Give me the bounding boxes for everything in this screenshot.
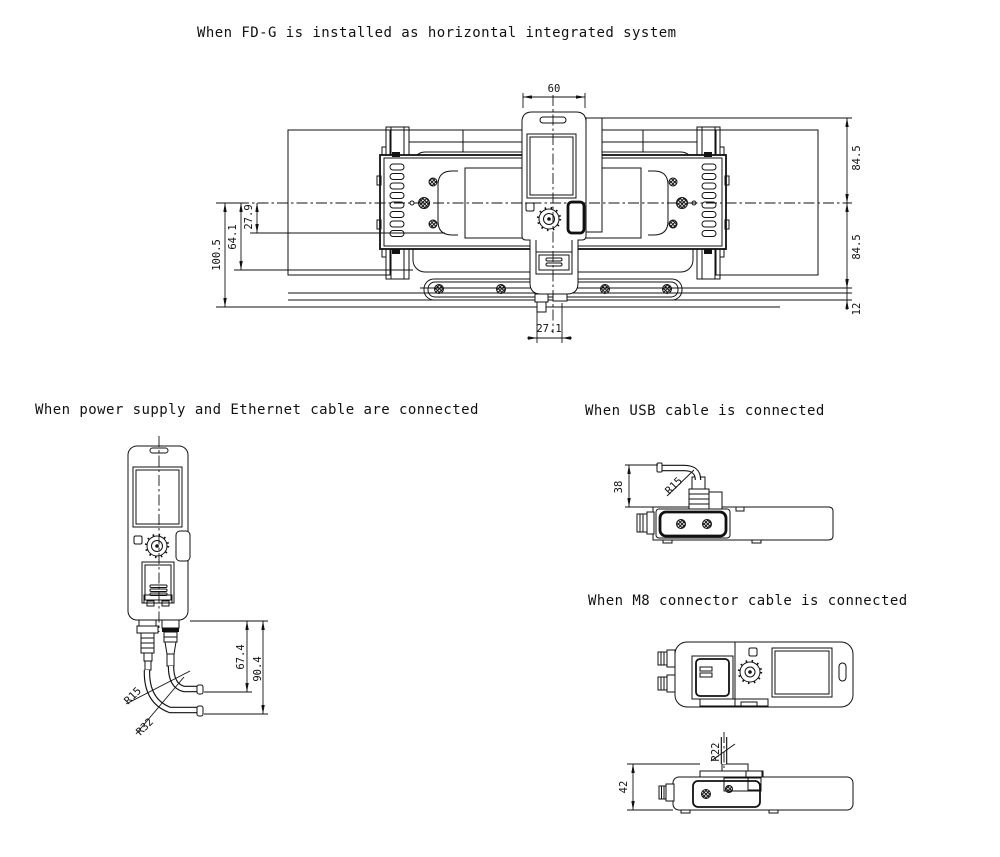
- side-module: [566, 200, 586, 235]
- r32-leader: [135, 676, 185, 735]
- dimension-lines-power-ethernet: [125, 620, 268, 735]
- dim-usb-cable-height: 38: [613, 480, 625, 494]
- dim-m8-bend-radius: R22: [710, 742, 722, 762]
- device-body: [672, 776, 854, 811]
- button: [748, 647, 758, 657]
- button: [133, 535, 143, 545]
- screw-icon: [668, 177, 678, 187]
- fdg-device-front: [127, 445, 191, 621]
- bottom-connector: [534, 293, 549, 303]
- dial-ticks: [144, 533, 170, 559]
- screw-icon: [496, 284, 506, 294]
- fdg-device-front: [521, 111, 587, 313]
- drawing-m8-side: [627, 732, 854, 814]
- dim-lower-cable-drop: 90.4: [252, 656, 264, 682]
- dim-upper-cable-drop: 67.4: [235, 644, 247, 670]
- dimension-lines-horizontal-system: [216, 93, 852, 343]
- sensor-block: [692, 780, 761, 808]
- ethernet-cable: [167, 665, 204, 695]
- screw-icon: [676, 519, 686, 529]
- screw-icon: [428, 177, 438, 187]
- screw-icon: [702, 519, 712, 529]
- drawing-usb: [625, 462, 834, 544]
- power-connector: [136, 619, 159, 671]
- title-usb: When USB cable is connected: [585, 403, 825, 419]
- strap-slot: [838, 662, 847, 682]
- dial: [146, 535, 168, 557]
- dim-right-upper: 84.5: [851, 145, 863, 171]
- r15-leader: [125, 670, 191, 705]
- r15-leader: [666, 469, 695, 497]
- dim-m8-body-height: 42: [618, 780, 630, 794]
- side-module: [175, 530, 191, 562]
- dial: [538, 208, 560, 230]
- m8-connectors: [657, 649, 676, 693]
- screw-icon: [600, 284, 610, 294]
- drawing-horizontal-system: [216, 93, 852, 343]
- fdg-device-side: [636, 506, 834, 544]
- screen: [771, 647, 833, 698]
- right-side-plate: [715, 129, 819, 276]
- power-cable: [143, 669, 204, 717]
- drawing-power-ethernet: [125, 436, 268, 735]
- screw-icon: [668, 219, 678, 229]
- device-clamp-bracket: [585, 117, 603, 233]
- dim-left-middle: 64.1: [227, 224, 239, 250]
- m8-stub: [658, 783, 675, 802]
- screw-icon: [428, 219, 438, 229]
- dim-right-lower: 84.5: [851, 234, 863, 260]
- title-power-ethernet: When power supply and Ethernet cable are…: [35, 402, 479, 418]
- screw-icon: [701, 789, 711, 799]
- top-cable-bracket: [699, 763, 764, 791]
- dial: [739, 661, 761, 683]
- r22-leader: [710, 743, 736, 762]
- dim-bottom-offset: 27.1: [536, 323, 562, 335]
- usb-connector: [688, 476, 723, 510]
- dial-ticks: [737, 659, 763, 685]
- m8-stub: [636, 513, 648, 533]
- screen: [132, 466, 183, 528]
- dial-ticks: [536, 206, 562, 232]
- dimension-lines-usb: [625, 464, 695, 508]
- sensor-window: [535, 251, 573, 275]
- screw-icon: [434, 284, 444, 294]
- device-body: [652, 506, 834, 541]
- screen: [526, 133, 577, 199]
- dimension-lines-m8: [627, 743, 736, 811]
- dim-left-outer: 100.5: [211, 239, 223, 271]
- dim-left-inner: 27.9: [243, 204, 255, 230]
- drawing-m8-front: [657, 641, 854, 708]
- strap-slot: [149, 447, 169, 454]
- button: [525, 202, 535, 212]
- dim-device-width: 60: [547, 83, 561, 95]
- title-horizontal-system: When FD-G is installed as horizontal int…: [197, 25, 677, 41]
- screw-icon: [662, 284, 672, 294]
- title-m8: When M8 connector cable is connected: [588, 593, 908, 609]
- ethernet-connector: [161, 619, 180, 667]
- left-side-plate: [287, 129, 391, 276]
- dim-right-bottom: 12: [851, 302, 863, 316]
